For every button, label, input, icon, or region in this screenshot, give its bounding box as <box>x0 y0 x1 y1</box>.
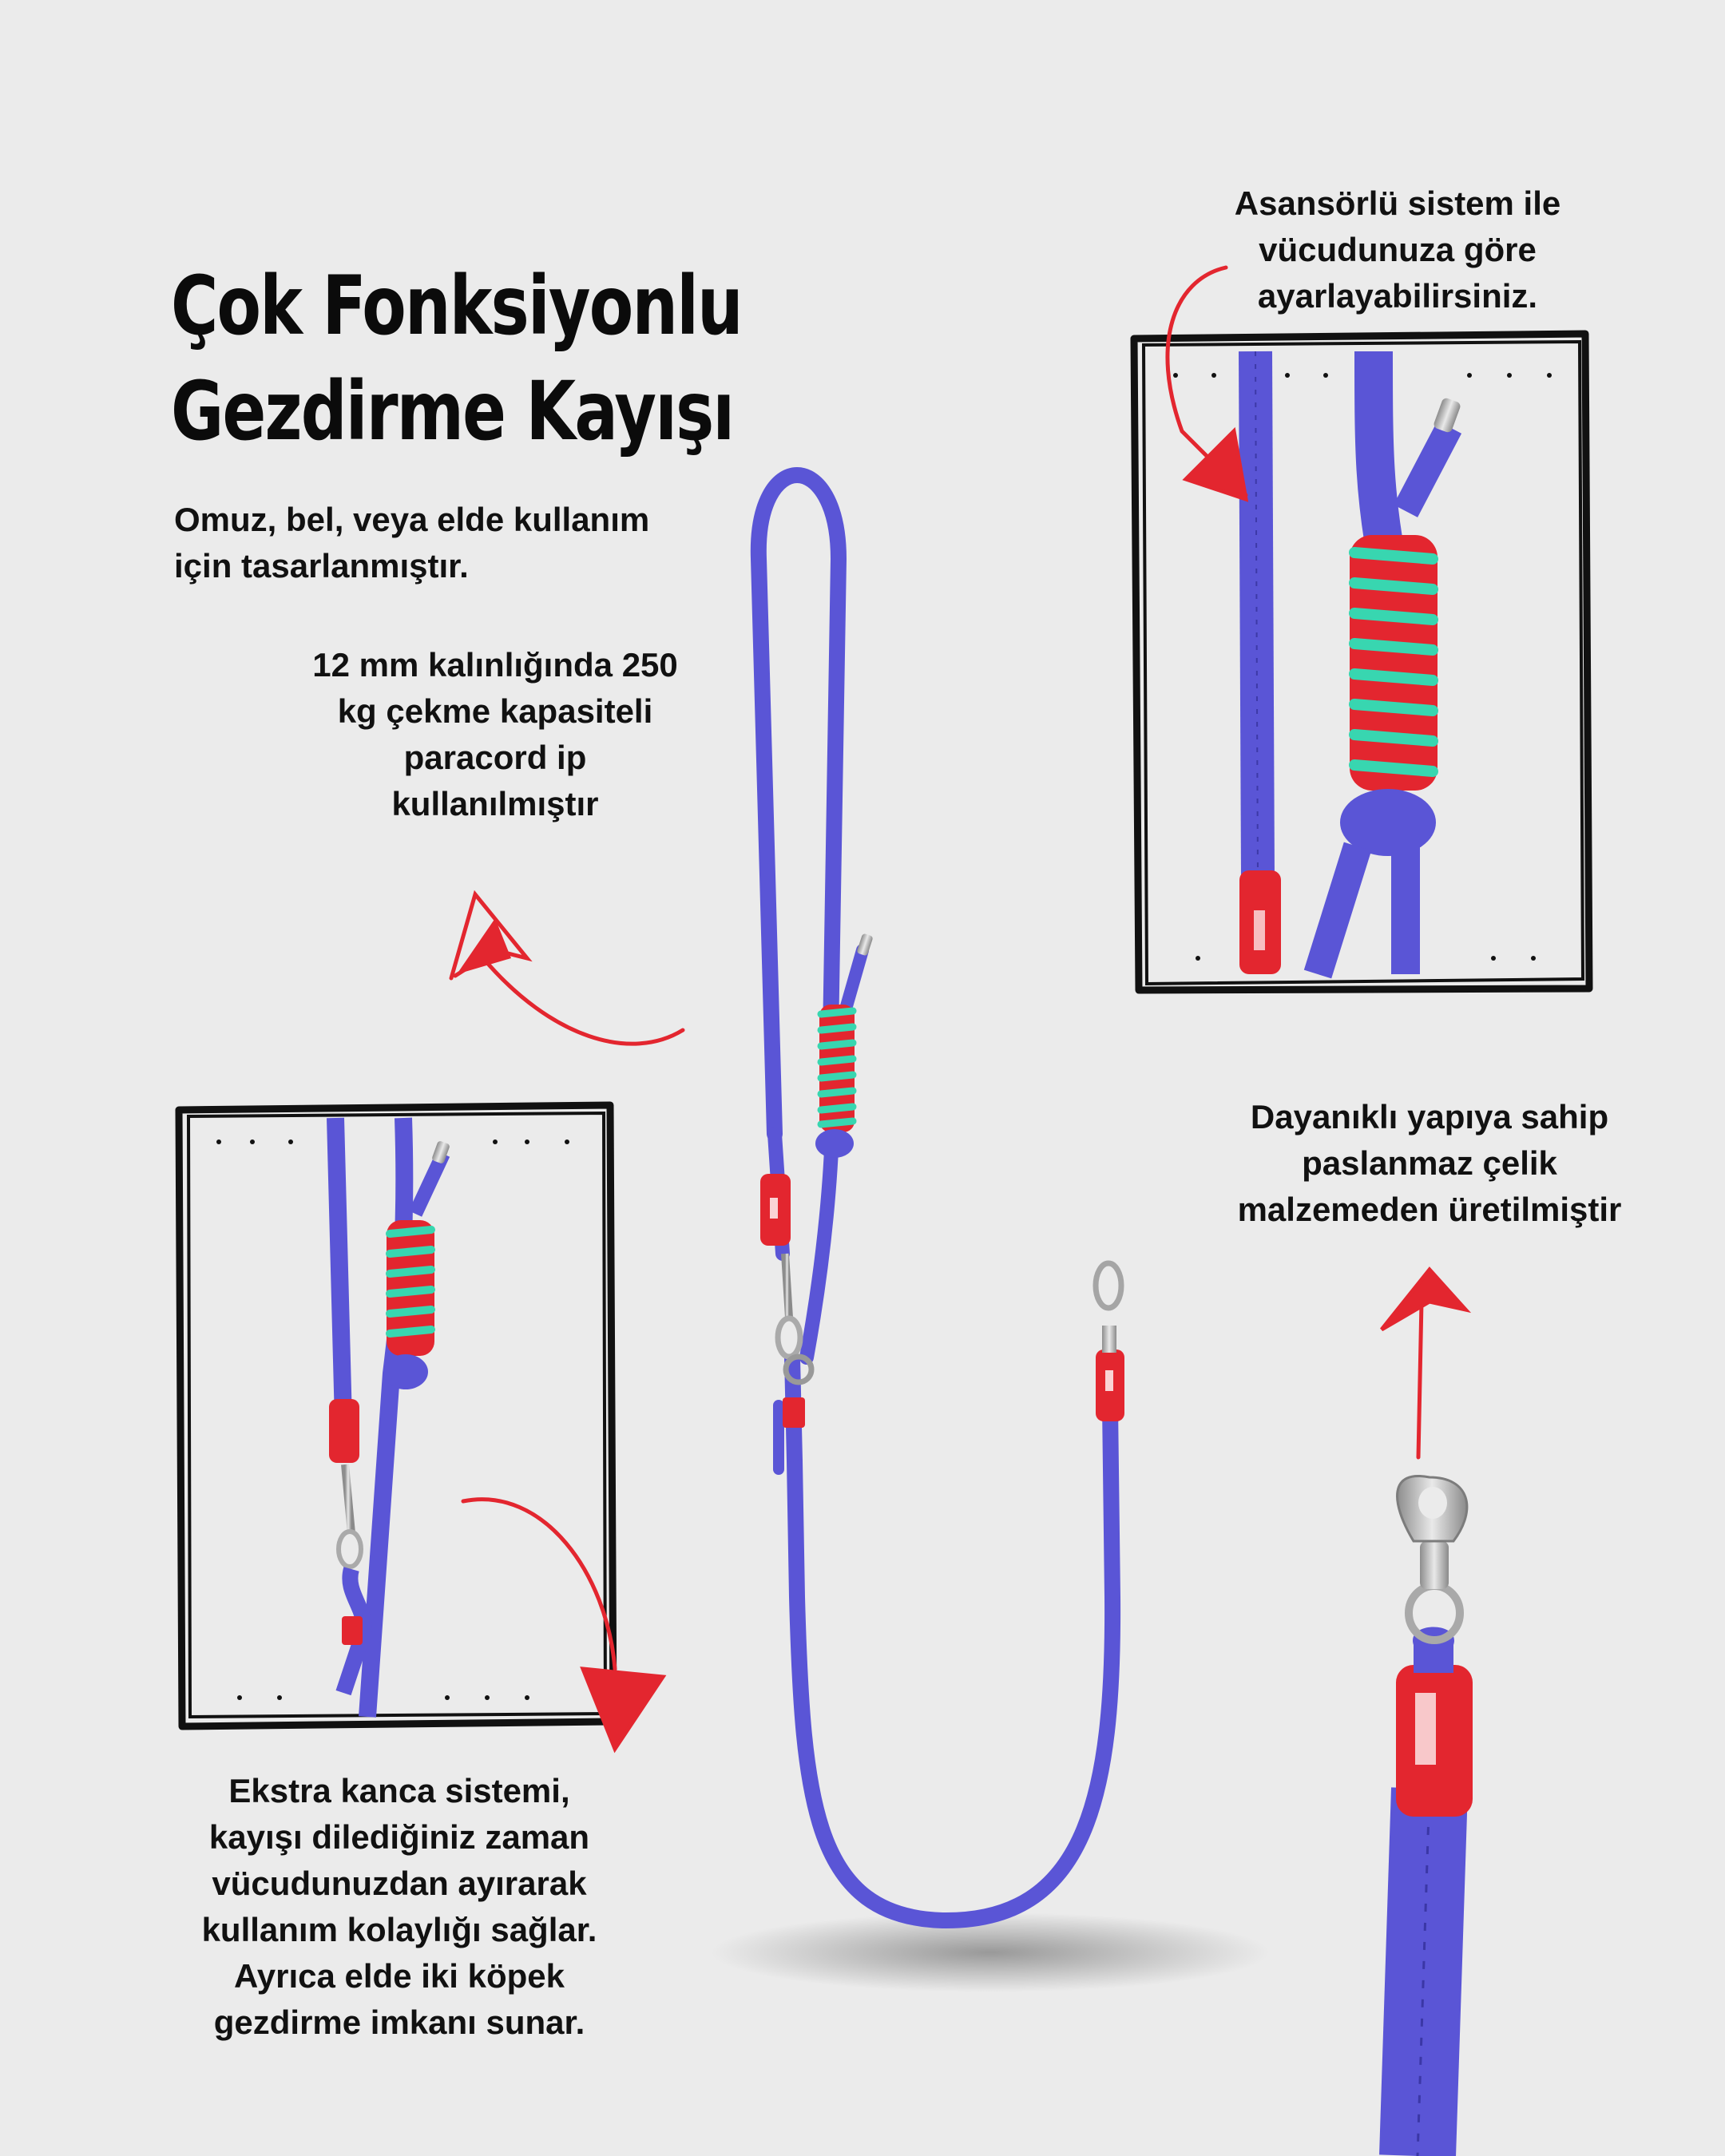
feature-rope-text: 12 mm kalınlığında 250 kg çekme kapasite… <box>288 642 703 827</box>
feature-elevator-text: Asansörlü sistem ile vücudunuza göre aya… <box>1190 180 1605 319</box>
feature-hook-line: Ekstra kanca sistemi, <box>228 1772 570 1809</box>
feature-elevator-line: Asansörlü sistem ile <box>1234 184 1561 222</box>
feature-hook-text: Ekstra kanca sistemi, kayışı dilediğiniz… <box>160 1768 639 2046</box>
feature-hook-line: vücudunuzdan ayırarak <box>212 1865 587 1902</box>
feature-hook-line: kayışı dilediğiniz zaman <box>208 1818 590 1856</box>
feature-hook-line: kullanım kolaylığı sağlar. <box>201 1911 597 1948</box>
feature-rope-line: kullanılmıştır <box>391 785 599 822</box>
title-line-2: Gezdirme Kayışı <box>171 364 735 459</box>
braid <box>815 1005 857 1158</box>
subtitle-line-1: Omuz, bel, veya elde kullanım <box>174 501 650 538</box>
feature-rope-line: paracord ip <box>403 739 587 776</box>
feature-rope-line: kg çekme kapasiteli <box>337 692 653 730</box>
red-arrow-icon <box>449 265 1472 1754</box>
feature-steel-line: malzemeden üretilmiştir <box>1237 1191 1622 1228</box>
feature-steel-text: Dayanıklı yapıya sahip paslanmaz çelik m… <box>1198 1094 1661 1233</box>
feature-elevator-line: ayarlayabilirsiniz. <box>1257 277 1538 315</box>
detail-frame-elevator <box>1130 330 1593 994</box>
subtitle: Omuz, bel, veya elde kullanım için tasar… <box>174 497 649 589</box>
subtitle-line-2: için tasarlanmıştır. <box>174 547 469 585</box>
feature-steel-line: Dayanıklı yapıya sahip <box>1250 1098 1609 1135</box>
feature-rope-line: 12 mm kalınlığında 250 <box>312 646 678 684</box>
feature-hook-line: gezdirme imkanı sunar. <box>213 2003 585 2041</box>
leash-photo <box>711 467 1270 1992</box>
feature-steel-line: paslanmaz çelik <box>1302 1144 1557 1182</box>
swivel-hook-icon <box>1379 1475 1473 2156</box>
feature-elevator-line: vücudunuza göre <box>1259 231 1537 268</box>
page-title: Çok Fonksiyonlu Gezdirme Kayışı <box>171 254 744 465</box>
detail-frame-hook <box>175 1101 617 1730</box>
feature-hook-line: Ayrıca elde iki köpek <box>234 1957 565 1995</box>
title-line-1: Çok Fonksiyonlu <box>171 259 744 354</box>
